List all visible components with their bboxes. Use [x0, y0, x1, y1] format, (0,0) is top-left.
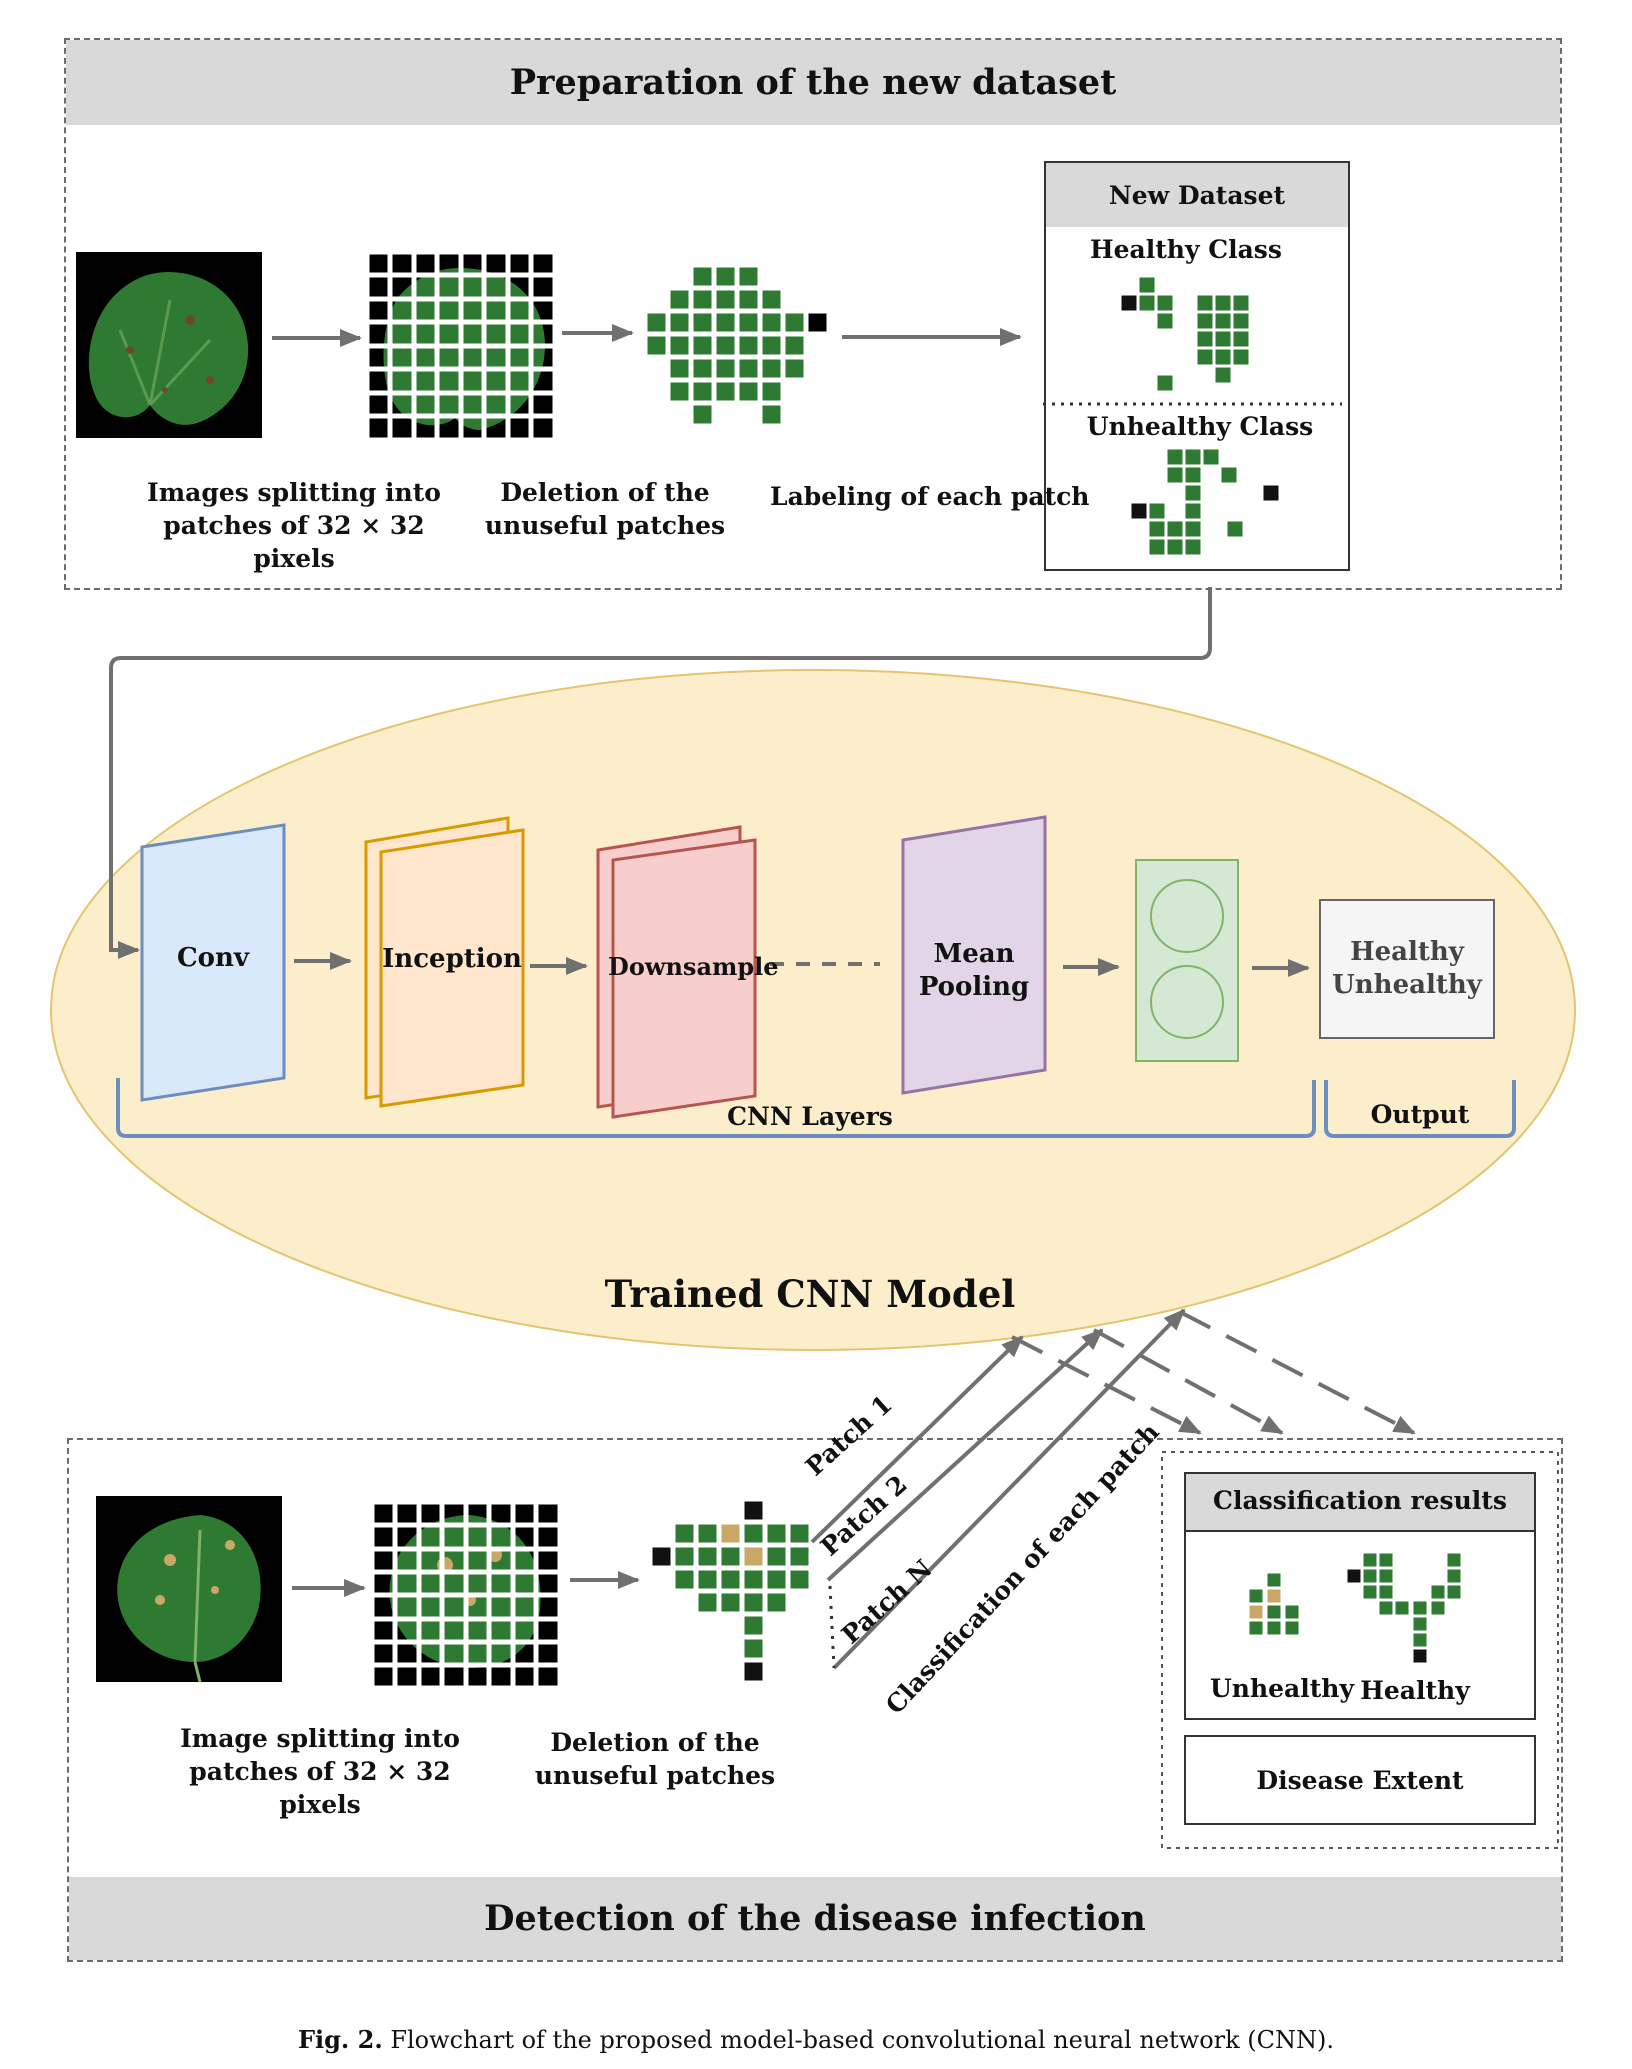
grid-image-top	[364, 249, 558, 443]
downsample-label: Downsample	[608, 952, 779, 981]
conv-label: Conv	[176, 943, 250, 973]
leaf-image-bottom	[96, 1496, 282, 1683]
healthy-class-patches	[1118, 274, 1252, 394]
pooling-label: Mean Pooling	[903, 938, 1045, 1004]
caption-split-bottom: Image splitting into patches of 32 × 32 …	[180, 1724, 460, 1819]
pooling-layer-shape	[901, 815, 1047, 1095]
conv-layer-shape	[140, 823, 286, 1102]
caption-delete-bottom: Deletion of the unuseful patches	[534, 1728, 776, 1790]
trained-cnn-title: Trained CNN Model	[604, 1272, 1016, 1316]
output-brace	[1324, 1080, 1516, 1138]
figure-caption: Fig. 2. Flowchart of the proposed model-…	[0, 2025, 1632, 2054]
output-label: Output	[1370, 1100, 1470, 1129]
preparation-title: Preparation of the new dataset	[66, 40, 1560, 125]
unhealthy-class-label: Unhealthy Class	[1086, 412, 1314, 441]
figure-caption-text: Flowchart of the proposed model-based co…	[390, 2026, 1335, 2054]
deleted-patches-top	[644, 264, 830, 427]
detection-title: Detection of the disease infection	[69, 1877, 1561, 1960]
pooling-label-line1: Mean	[933, 939, 1015, 969]
detection-section	[67, 1438, 1563, 1962]
cnn-layers-brace	[116, 1078, 1316, 1138]
unhealthy-class-patches	[1128, 446, 1282, 558]
leaf-image-top	[76, 252, 262, 438]
disease-extent-label: Disease Extent	[1256, 1766, 1464, 1795]
classification-results-title: Classification results	[1213, 1486, 1507, 1515]
caption-split-top: Images splitting into patches of 32 × 32…	[147, 478, 441, 573]
grid-image-bottom	[369, 1499, 563, 1691]
pooling-label-line2: Pooling	[918, 972, 1030, 1002]
inception-layer-shape	[379, 828, 525, 1108]
output-classes: Healthy Unhealthy	[1320, 936, 1494, 1002]
deleted-patches-bottom	[649, 1498, 812, 1684]
preparation-section	[64, 38, 1562, 590]
result-unhealthy-label: Unhealthy	[1210, 1674, 1355, 1703]
new-dataset-box	[1044, 161, 1350, 571]
caption-label-top: Labeling of each patch	[770, 482, 1090, 511]
result-healthy-patches	[1344, 1550, 1464, 1666]
caption-delete-top: Deletion of the unuseful patches	[484, 478, 726, 540]
figure-label: Fig. 2.	[297, 2025, 383, 2054]
output-unhealthy: Unhealthy	[1332, 970, 1482, 1000]
new-dataset-title: New Dataset	[1046, 163, 1348, 227]
result-healthy-label: Healthy	[1360, 1676, 1470, 1705]
output-healthy: Healthy	[1350, 937, 1464, 967]
result-unhealthy-patches	[1246, 1570, 1302, 1638]
healthy-class-label: Healthy Class	[1090, 235, 1282, 264]
downsample-layer-shape	[611, 838, 757, 1119]
inception-label: Inception	[382, 944, 522, 974]
dense-layer-shape	[1135, 859, 1239, 1062]
output-box-shape	[1319, 899, 1495, 1039]
cnn-layers-label: CNN Layers	[727, 1102, 893, 1131]
